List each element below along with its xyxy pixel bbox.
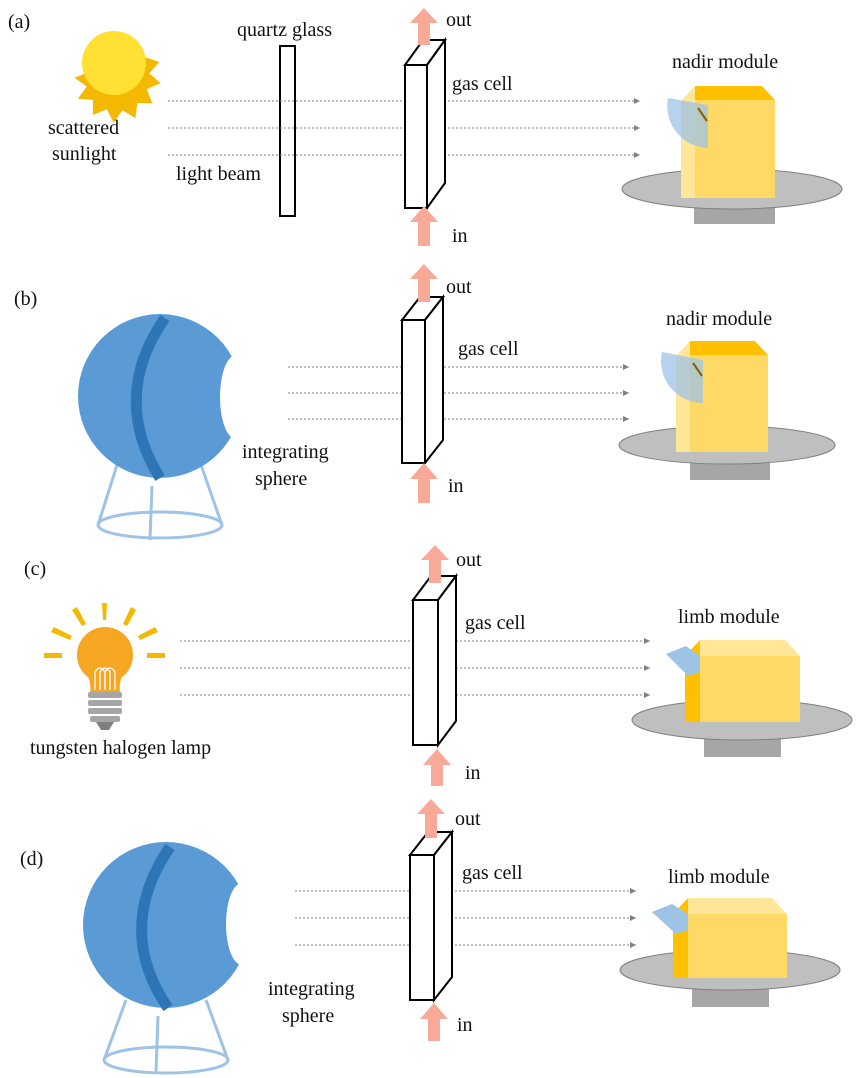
gas-out-arrow	[417, 799, 445, 838]
in-label: in	[448, 475, 464, 497]
in-label: in	[452, 225, 468, 247]
limb-module-icon	[619, 898, 841, 1007]
gas-in-arrow	[423, 749, 451, 786]
source-label-1: tungsten halogen lamp	[30, 737, 211, 759]
beam-label: light beam	[176, 163, 261, 185]
quartz-glass-window	[279, 45, 296, 217]
cell-label: gas cell	[452, 73, 513, 95]
sun-icon	[74, 31, 161, 123]
out-label: out	[446, 9, 472, 31]
source-label-2: sphere	[255, 468, 307, 490]
gas-cell	[407, 829, 455, 1003]
out-label: out	[455, 808, 481, 830]
cell-label: gas cell	[458, 338, 519, 360]
cell-label: gas cell	[462, 862, 523, 884]
light-beam	[295, 888, 636, 948]
in-label: in	[457, 1014, 473, 1036]
gas-cell	[399, 294, 446, 466]
source-label-2: sphere	[282, 1005, 334, 1027]
panel-d: (d) integrating sphere gas cell o	[20, 799, 841, 1075]
panel-tag: (b)	[14, 288, 37, 310]
gas-out-arrow	[410, 264, 438, 302]
window-label: quartz glass	[237, 19, 332, 41]
panel-tag: (c)	[24, 558, 46, 580]
module-label: nadir module	[672, 51, 778, 73]
panel-b: (b) integrating sphere gas cell o	[14, 264, 836, 541]
halogen-lamp-icon	[44, 603, 165, 730]
panel-tag: (d)	[20, 848, 43, 870]
module-label: nadir module	[666, 308, 772, 330]
gas-in-arrow	[420, 1003, 448, 1041]
gas-in-arrow	[410, 463, 438, 503]
panel-c: (c) tungsten halog	[24, 545, 853, 786]
panel-tag: (a)	[8, 11, 30, 33]
module-label: limb module	[668, 866, 770, 888]
gas-in-arrow	[410, 206, 438, 246]
limb-module-icon	[631, 640, 853, 757]
source-label-1: scattered	[48, 117, 119, 139]
source-label-1: integrating	[268, 978, 355, 1000]
gas-out-arrow	[421, 545, 449, 583]
light-beam	[288, 364, 629, 422]
nadir-module-icon	[618, 341, 836, 480]
integrating-sphere-icon	[78, 314, 252, 541]
gas-out-arrow	[410, 8, 438, 45]
gas-cell	[411, 573, 458, 748]
gas-cell	[403, 36, 447, 212]
source-label-1: integrating	[242, 441, 329, 463]
out-label: out	[446, 276, 472, 298]
nadir-module-icon	[621, 86, 843, 224]
source-label-2: sunlight	[52, 143, 117, 165]
module-label: limb module	[678, 606, 780, 628]
out-label: out	[456, 549, 482, 571]
panel-a: (a) scattered sunlight quartz glass ligh…	[8, 8, 843, 247]
cell-label: gas cell	[465, 612, 526, 634]
in-label: in	[465, 762, 481, 784]
integrating-sphere-icon	[83, 842, 258, 1075]
